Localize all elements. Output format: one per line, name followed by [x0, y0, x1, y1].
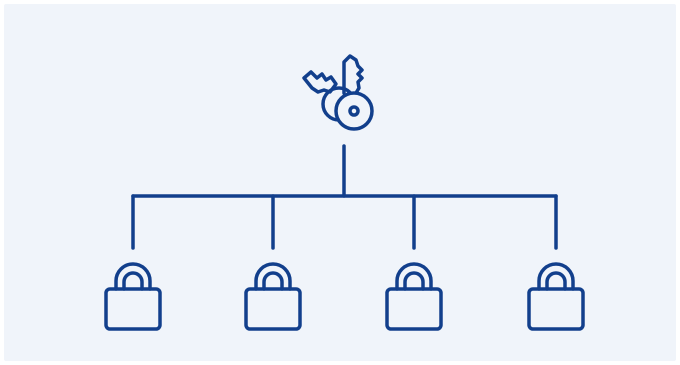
tree-connectors [131, 144, 558, 250]
padlock-icon [244, 262, 302, 331]
keys-icon [302, 54, 374, 131]
front-key-icon [334, 54, 374, 131]
padlock-icon [104, 262, 162, 331]
padlock-icon [527, 262, 585, 331]
diagram-panel [4, 4, 676, 361]
padlock-icon [385, 262, 443, 331]
